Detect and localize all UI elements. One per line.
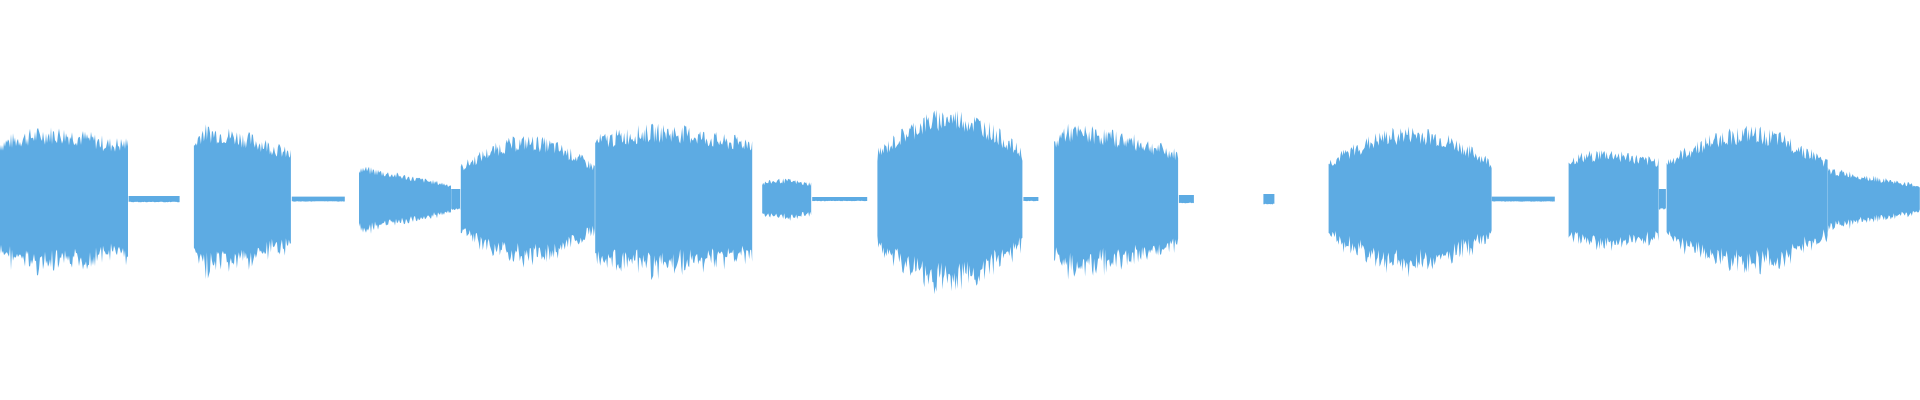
waveform-segment (812, 197, 868, 202)
waveform-segment (595, 123, 753, 281)
waveform-segment (877, 109, 1023, 295)
waveform-segment (1263, 194, 1275, 205)
waveform-segment (1666, 125, 1828, 275)
waveform-segment (193, 124, 291, 280)
waveform-segment (762, 178, 812, 221)
waveform-segment (0, 127, 128, 276)
waveform-segment (460, 136, 595, 268)
waveform-segment (1178, 195, 1194, 204)
waveform-segment (1658, 189, 1666, 210)
waveform-segment (1568, 150, 1659, 251)
waveform-segment (1054, 123, 1179, 280)
waveform-segment (291, 196, 345, 202)
waveform-segment (451, 189, 461, 210)
waveform-segment (1328, 126, 1492, 278)
waveform-segment (359, 166, 451, 234)
waveform-segment (128, 196, 180, 203)
waveform-segment (1491, 196, 1555, 202)
waveform-segment (1827, 167, 1920, 233)
waveform-segment (1023, 197, 1039, 202)
